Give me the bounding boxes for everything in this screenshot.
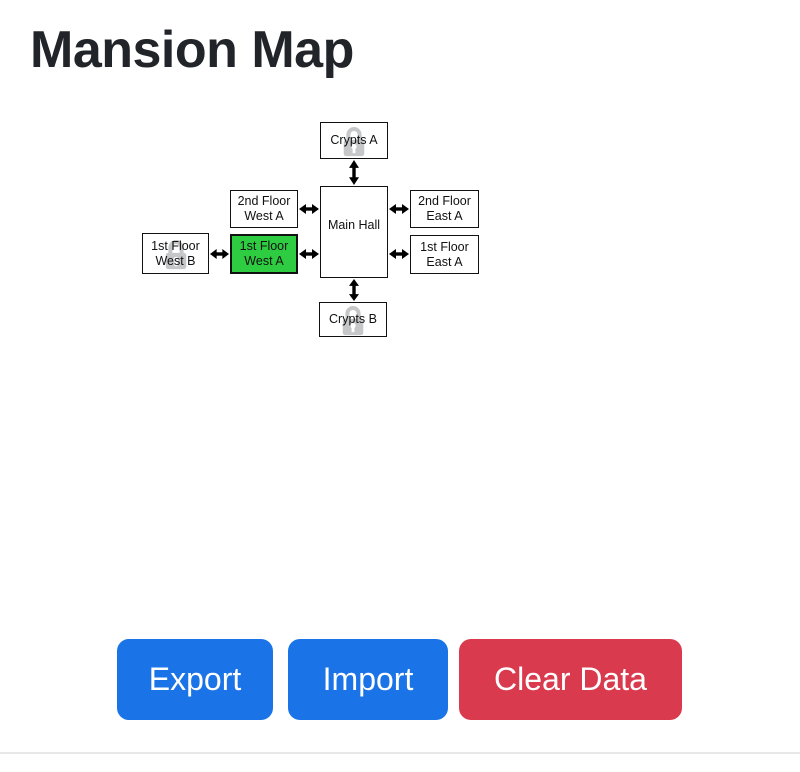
- room-main-hall[interactable]: Main Hall: [320, 186, 388, 278]
- edge-1st-floor-west-b-1st-floor-west-a-arrow-icon: [210, 247, 229, 261]
- edge-crypts-a-main-hall-arrow-icon: [347, 160, 361, 185]
- export-button[interactable]: Export: [117, 639, 273, 720]
- edge-2nd-floor-west-a-main-hall-arrow-icon: [299, 202, 319, 216]
- room-label: Crypts B: [329, 312, 377, 326]
- room-label: Main Hall: [327, 217, 381, 232]
- edge-main-hall-1st-floor-east-a-arrow-icon: [389, 247, 409, 261]
- clear-data-button[interactable]: Clear Data: [459, 639, 682, 720]
- import-button[interactable]: Import: [288, 639, 448, 720]
- edge-main-hall-crypts-b-arrow-icon: [347, 279, 361, 301]
- edge-1st-floor-west-a-main-hall-arrow-icon: [299, 247, 319, 261]
- bottom-divider: [0, 752, 800, 754]
- page-title: Mansion Map: [30, 21, 354, 79]
- room-crypts-a[interactable]: Crypts A: [320, 122, 388, 159]
- room-label: Crypts A: [330, 133, 378, 147]
- edge-main-hall-2nd-floor-east-a-arrow-icon: [389, 202, 409, 216]
- room-crypts-b[interactable]: Crypts B: [319, 302, 387, 337]
